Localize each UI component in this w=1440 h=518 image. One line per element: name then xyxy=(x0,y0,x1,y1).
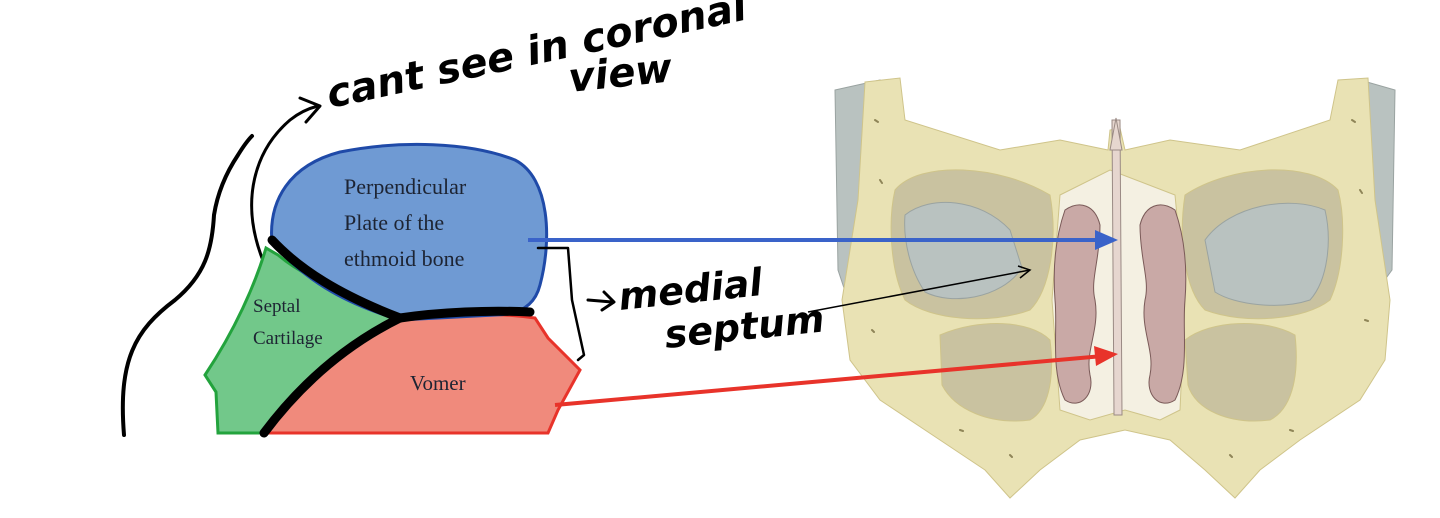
boundary-plate-cartilage xyxy=(267,235,405,323)
coronal-note-line1: cant see in coronal xyxy=(323,0,752,118)
left-maxillary-sinus xyxy=(939,323,1053,422)
right-maxillary-sinus xyxy=(1184,323,1297,422)
septum-pointer-line xyxy=(807,269,1031,313)
left-orbit-wall xyxy=(904,201,1023,300)
skull-coronal-section xyxy=(834,77,1396,499)
vomer-arrow-line xyxy=(554,354,1104,407)
coronal-note-line2: view xyxy=(566,45,675,102)
left-nasal-conchae xyxy=(1053,204,1101,404)
medial-septum-arrow xyxy=(586,290,616,312)
right-nasal-conchae xyxy=(1139,204,1187,404)
septum-pointer-head xyxy=(1017,265,1032,279)
septal-label-line1: Septal xyxy=(253,296,301,317)
vomer-label: Vomer xyxy=(410,371,466,395)
coronal-arrow-curve xyxy=(250,104,320,260)
coronal-arrow-head xyxy=(298,96,322,124)
boundary-plate-vomer xyxy=(395,306,535,323)
boundary-cartilage-vomer xyxy=(259,313,405,438)
right-orbit-wall xyxy=(1204,202,1329,306)
plate-label-line3: ethmoid bone xyxy=(344,246,464,271)
septal-label-line2: Cartilage xyxy=(253,328,323,349)
medial-septum-bracket xyxy=(536,246,586,362)
vomer-arrow-head xyxy=(1094,346,1118,366)
nose-profile-outline xyxy=(120,134,254,437)
plate-label-line1: Perpendicular xyxy=(344,174,467,199)
plate-arrow-head xyxy=(1095,230,1118,250)
nasal-septum xyxy=(1111,119,1123,416)
crista-galli xyxy=(1109,117,1123,151)
plate-label-line2: Plate of the xyxy=(344,210,444,235)
